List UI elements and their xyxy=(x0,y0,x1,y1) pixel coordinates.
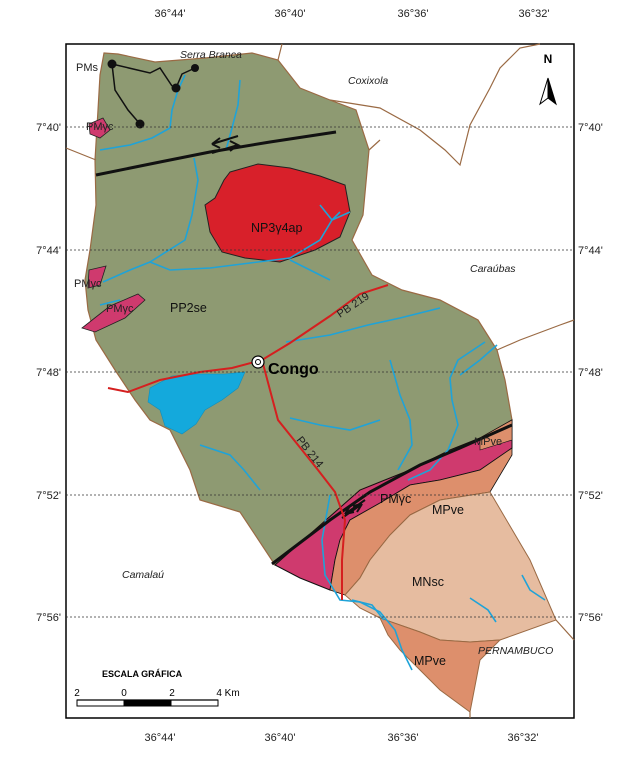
right-tick-2: 7°44' xyxy=(578,245,603,257)
bottom-tick-1: 36°44' xyxy=(145,732,176,744)
city-congo: Congo xyxy=(268,361,319,378)
unit-pmgc-west1-area xyxy=(87,265,107,289)
right-tick-3: 7°48' xyxy=(578,367,603,379)
label-pmgc-west1: PMγc xyxy=(74,278,102,290)
scale-label-3: 2 xyxy=(169,688,175,699)
top-tick-4: 36°32' xyxy=(519,8,550,20)
graticule xyxy=(66,126,574,618)
north-label: N xyxy=(544,52,553,66)
top-tick-1: 36°44' xyxy=(155,8,186,20)
label-np3: NP3γ4ap xyxy=(251,221,302,235)
label-pms: PMs xyxy=(76,62,99,74)
north-arrow-icon xyxy=(539,77,557,106)
right-tick-4: 7°52' xyxy=(578,490,603,502)
bottom-tick-4: 36°32' xyxy=(508,732,539,744)
left-tick-3: 7°48' xyxy=(36,367,61,379)
road-network xyxy=(107,284,389,600)
right-tick-1: 7°40' xyxy=(578,122,603,134)
fault-south xyxy=(271,423,513,566)
map-frame xyxy=(65,43,575,719)
place-pernambuco: PERNAMBUCO xyxy=(478,645,553,657)
unit-pmgc-west2-area xyxy=(81,293,146,333)
place-camalau: Camalaú xyxy=(122,569,164,581)
label-mnsc: MNsc xyxy=(412,575,444,589)
right-tick-5: 7°56' xyxy=(578,612,603,624)
label-mpve-1: MPve xyxy=(474,436,502,448)
municipal-boundary xyxy=(65,43,575,718)
scale-bar xyxy=(76,699,219,707)
congo-marker-inner xyxy=(255,359,261,365)
fault-north xyxy=(95,130,337,177)
left-tick-1: 7°40' xyxy=(36,122,61,134)
lake xyxy=(147,371,246,435)
scale-label-4: 4 Km xyxy=(216,688,239,699)
label-pmgc-north: PMγc xyxy=(86,121,114,133)
left-tick-4: 7°52' xyxy=(36,490,61,502)
place-caraubas: Caraúbas xyxy=(470,263,516,275)
place-serra-branca: Serra Branca xyxy=(180,49,242,61)
fault-arrows xyxy=(211,135,366,519)
place-coxixola: Coxixola xyxy=(348,75,388,87)
road-pb219 xyxy=(107,284,389,394)
bottom-tick-2: 36°40' xyxy=(265,732,296,744)
bottom-tick-3: 36°36' xyxy=(388,732,419,744)
unit-pmgc-north-area xyxy=(88,117,111,139)
label-mpve-3: MPve xyxy=(414,654,446,668)
unit-mpve-south-area xyxy=(379,617,502,713)
label-pmgc-west2: PMγc xyxy=(106,303,134,315)
contact-dots xyxy=(107,59,199,129)
scale-title: ESCALA GRÁFICA xyxy=(102,669,183,679)
contact-lines xyxy=(111,63,196,125)
scale-label-1: 2 xyxy=(74,688,80,699)
label-pmgc-south: PMγc xyxy=(380,492,411,506)
label-mpve-2: MPve xyxy=(432,503,464,517)
top-tick-2: 36°40' xyxy=(275,8,306,20)
scale-label-2: 0 xyxy=(121,688,127,699)
top-tick-3: 36°36' xyxy=(398,8,429,20)
unit-np3-area xyxy=(204,163,351,263)
road-pb214 xyxy=(261,359,347,600)
label-pp2se: PP2se xyxy=(170,301,207,315)
left-tick-5: 7°56' xyxy=(36,612,61,624)
left-tick-2: 7°44' xyxy=(36,245,61,257)
